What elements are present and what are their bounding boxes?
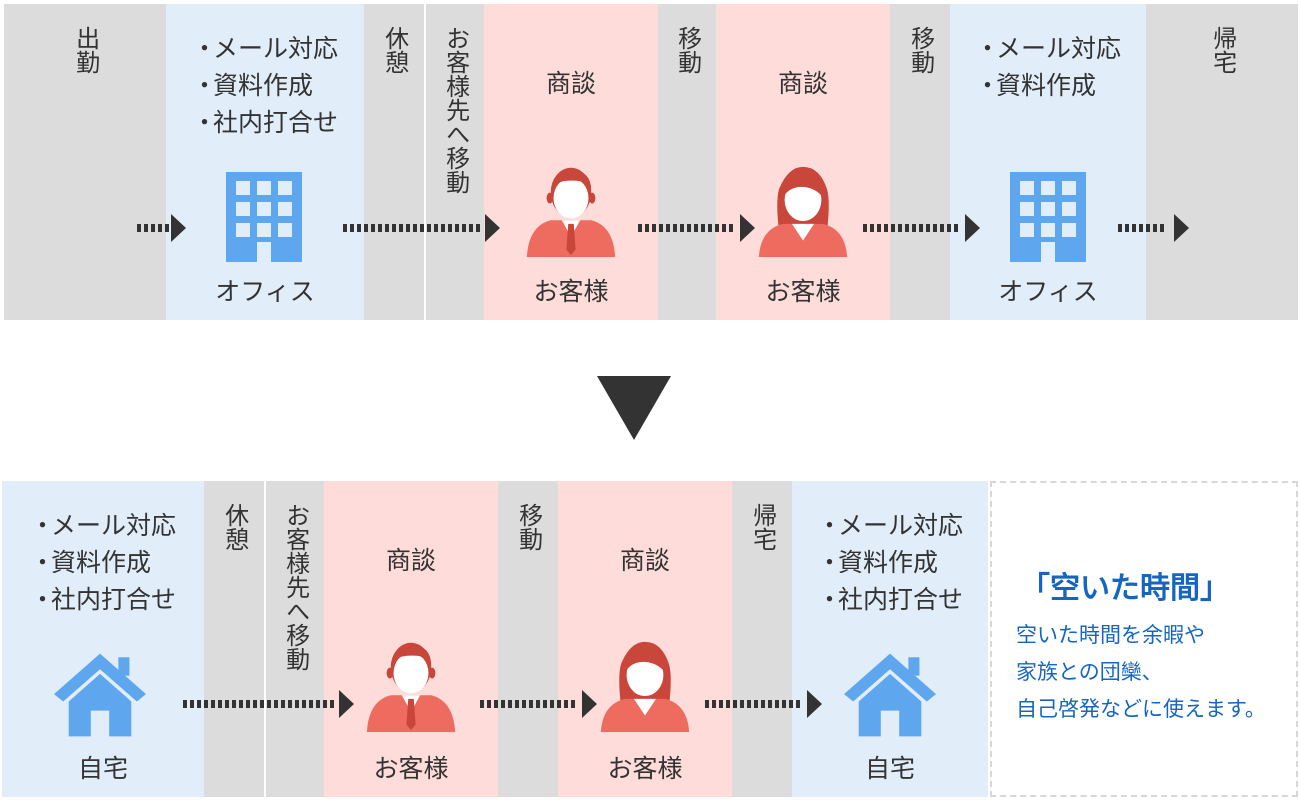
commute-label: 出勤 (71, 26, 100, 74)
dotted-arrow-icon (1118, 214, 1189, 242)
segment-meeting-1: 商談 お客様 (484, 4, 658, 320)
meeting-label: 商談 (385, 546, 436, 575)
list-item: 社内打合せ (30, 581, 176, 618)
businesswoman-icon (757, 162, 849, 260)
move-label: 移動 (906, 26, 935, 74)
office-task-list: メール対応 資料作成 社内打合せ (166, 30, 364, 141)
businessman-icon (365, 637, 457, 735)
house-icon (54, 653, 146, 737)
office-label: オフィス (215, 277, 315, 306)
down-triangle-icon (597, 376, 671, 440)
building-icon (1006, 172, 1090, 262)
building-icon (222, 172, 306, 262)
free-time-description: 空いた時間を余暇や 家族との団欒、 自己啓発などに使えます。 (1016, 617, 1266, 728)
list-item: 資料作成 (817, 544, 963, 581)
move-label: 移動 (673, 26, 702, 74)
segment-meeting-1: 商談 お客様 (324, 481, 498, 797)
segment-home: メール対応 資料作成 社内打合せ 自宅 (2, 481, 204, 797)
list-item: メール対応 (975, 30, 1121, 67)
segment-commute: 出勤 (4, 4, 166, 320)
free-time-box: 「空いた時間」 空いた時間を余暇や 家族との団欒、 自己啓発などに使えます。 (990, 481, 1298, 797)
break-label: 休憩 (220, 503, 249, 551)
list-item: 資料作成 (192, 67, 338, 104)
segment-meeting-2: 商談 お客様 (558, 481, 732, 797)
dotted-arrow-icon (137, 213, 187, 243)
free-time-line: 家族との団欒、 (1016, 660, 1163, 684)
move-to-client-label: お客様先へ移動 (281, 503, 310, 671)
dotted-arrow-icon (183, 690, 354, 718)
client-label: お客様 (607, 754, 683, 783)
dotted-arrow-icon (480, 690, 597, 718)
segment-move-to-client: お客様先へ移動 (426, 4, 484, 320)
businessman-icon (525, 162, 617, 260)
home-label: 自宅 (77, 754, 128, 783)
move-to-client-label: お客様先へ移動 (441, 26, 470, 194)
dotted-arrow-icon (705, 690, 822, 718)
list-item: メール対応 (30, 507, 176, 544)
free-time-line: 空いた時間を余暇や (1016, 623, 1205, 647)
home-task-list: メール対応 資料作成 社内打合せ (2, 507, 204, 618)
break-label: 休憩 (380, 26, 409, 74)
dotted-arrow-icon (343, 214, 500, 242)
free-time-line: 自己啓発などに使えます。 (1016, 697, 1266, 721)
meeting-label: 商談 (619, 546, 670, 575)
dotted-arrow-icon (863, 214, 980, 242)
segment-meeting-2: 商談 お客様 (716, 4, 890, 320)
segment-go-home: 帰宅 (732, 481, 792, 797)
go-home-label: 帰宅 (1208, 26, 1237, 74)
move-label: 移動 (514, 503, 543, 551)
segment-break: 休憩 (364, 4, 424, 320)
meeting-label: 商談 (777, 69, 828, 98)
list-item: 資料作成 (30, 544, 176, 581)
office-label: オフィス (998, 277, 1098, 306)
list-item: 社内打合せ (817, 581, 963, 618)
segment-move-2: 移動 (890, 4, 950, 320)
timeline-before: 出勤 メール対応 資料作成 社内打合せ オフィス 休憩 お客様先へ移動 商談 お… (0, 4, 1300, 320)
segment-office-2: メール対応 資料作成 オフィス (950, 4, 1146, 320)
segment-go-home: 帰宅 (1146, 4, 1298, 320)
office-task-list: メール対応 資料作成 (950, 30, 1146, 104)
list-item: メール対応 (192, 30, 338, 67)
segment-home-2: メール対応 資料作成 社内打合せ 自宅 (792, 481, 988, 797)
go-home-label: 帰宅 (748, 503, 777, 551)
segment-move-1: 移動 (498, 481, 558, 797)
meeting-label: 商談 (545, 69, 596, 98)
dotted-arrow-icon (638, 214, 755, 242)
timeline-after: メール対応 資料作成 社内打合せ 自宅 休憩 お客様先へ移動 商談 お客様 移動… (0, 481, 1300, 797)
list-item: 社内打合せ (192, 104, 338, 141)
home-label: 自宅 (864, 754, 915, 783)
house-icon (844, 653, 936, 737)
list-item: メール対応 (817, 507, 963, 544)
free-time-title: 「空いた時間」 (1020, 571, 1230, 606)
segment-break: 休憩 (204, 481, 264, 797)
segment-office: メール対応 資料作成 社内打合せ オフィス (166, 4, 364, 320)
client-label: お客様 (533, 277, 609, 306)
segment-move-1: 移動 (658, 4, 716, 320)
client-label: お客様 (765, 277, 841, 306)
home-task-list: メール対応 資料作成 社内打合せ (792, 507, 988, 618)
businesswoman-icon (599, 637, 691, 735)
client-label: お客様 (373, 754, 449, 783)
list-item: 資料作成 (975, 67, 1121, 104)
segment-move-to-client: お客様先へ移動 (266, 481, 324, 797)
